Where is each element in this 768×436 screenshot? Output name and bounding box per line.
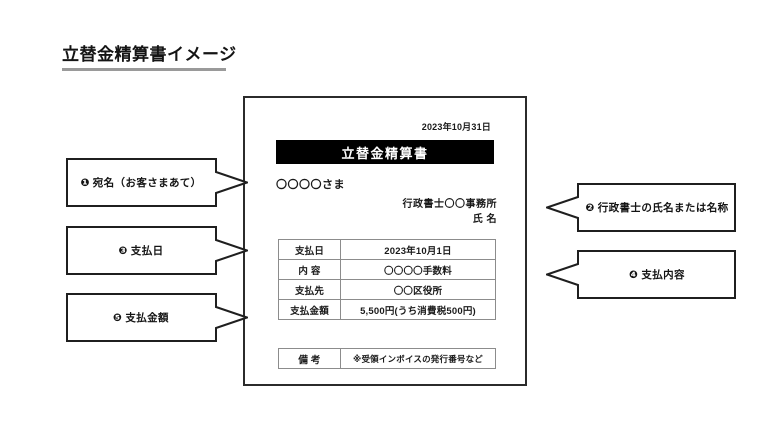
callout-marker: ❹: [629, 268, 639, 281]
callout-label: 行政書士の氏名または名称: [597, 202, 729, 214]
row-value: 〇〇〇〇手数料: [340, 259, 496, 280]
callout-marker: ❷: [585, 201, 595, 214]
payment-details-table: 支払日 2023年10月1日 内 容 〇〇〇〇手数料 支払先 〇〇区役所 支払金…: [278, 239, 496, 320]
row-label: 支払金額: [278, 299, 341, 320]
row-value: 2023年10月1日: [340, 239, 496, 260]
callout-arrow-right-icon: [66, 293, 248, 342]
callout-payment-detail: ❹ 支払内容: [546, 250, 736, 299]
callout-arrow-left-icon: [546, 183, 736, 232]
invoice-document-sheet: 2023年10月31日 立替金精算書 〇〇〇〇さま 行政書士〇〇事務所 氏 名 …: [243, 96, 527, 386]
table-row: 支払金額 5,500円(うち消費税500円): [278, 299, 496, 320]
callout-arrow-right-icon: [66, 226, 248, 275]
document-recipient: 〇〇〇〇さま: [276, 179, 345, 191]
row-label: 支払先: [278, 279, 341, 300]
document-header-bar: 立替金精算書: [276, 140, 494, 164]
callout-payment-date: ❸ 支払日: [66, 226, 248, 275]
callout-label-wrap: ❶ 宛名（お客さまあて）: [66, 158, 216, 207]
table-row: 支払先 〇〇区役所: [278, 279, 496, 300]
table-row: 備 考 ※受領インボイスの発行番号など: [278, 348, 496, 369]
remarks-table: 備 考 ※受領インボイスの発行番号など: [278, 348, 496, 369]
callout-label-wrap: ❹ 支払内容: [578, 250, 736, 299]
document-header-title: 立替金精算書: [341, 145, 429, 161]
callout-recipient: ❶ 宛名（お客さまあて）: [66, 158, 248, 207]
callout-label: 支払日: [130, 245, 164, 257]
callout-marker: ❶: [80, 176, 90, 189]
table-row: 支払日 2023年10月1日: [278, 239, 496, 260]
callout-label-wrap: ❸ 支払日: [66, 226, 216, 275]
callout-label: 支払金額: [125, 312, 169, 324]
callout-marker: ❺: [113, 311, 123, 324]
document-issuer-name: 氏 名: [472, 213, 497, 225]
title-underline-rule: [62, 68, 226, 71]
row-value: ※受領インボイスの発行番号など: [340, 348, 496, 369]
row-label: 支払日: [278, 239, 341, 260]
callout-label-wrap: ❷ 行政書士の氏名または名称: [578, 183, 736, 232]
callout-label-wrap: ❺ 支払金額: [66, 293, 216, 342]
row-label: 備 考: [278, 348, 341, 369]
callout-arrow-right-icon: [66, 158, 248, 207]
callout-label: 支払内容: [641, 269, 685, 281]
callout-issuer-name: ❷ 行政書士の氏名または名称: [546, 183, 736, 232]
table-row: 内 容 〇〇〇〇手数料: [278, 259, 496, 280]
callout-marker: ❸: [118, 244, 128, 257]
document-issuer-office: 行政書士〇〇事務所: [402, 199, 497, 210]
row-value: 〇〇区役所: [340, 279, 496, 300]
callout-label: 宛名（お客さまあて）: [92, 177, 202, 189]
row-label: 内 容: [278, 259, 341, 280]
row-value: 5,500円(うち消費税500円): [340, 299, 496, 320]
document-date: 2023年10月31日: [421, 122, 491, 132]
callout-payment-amount: ❺ 支払金額: [66, 293, 248, 342]
page-title: 立替金精算書イメージ: [62, 45, 237, 64]
document-issuer-block: 行政書士〇〇事務所 氏 名: [403, 198, 498, 227]
callout-arrow-left-icon: [546, 250, 736, 299]
